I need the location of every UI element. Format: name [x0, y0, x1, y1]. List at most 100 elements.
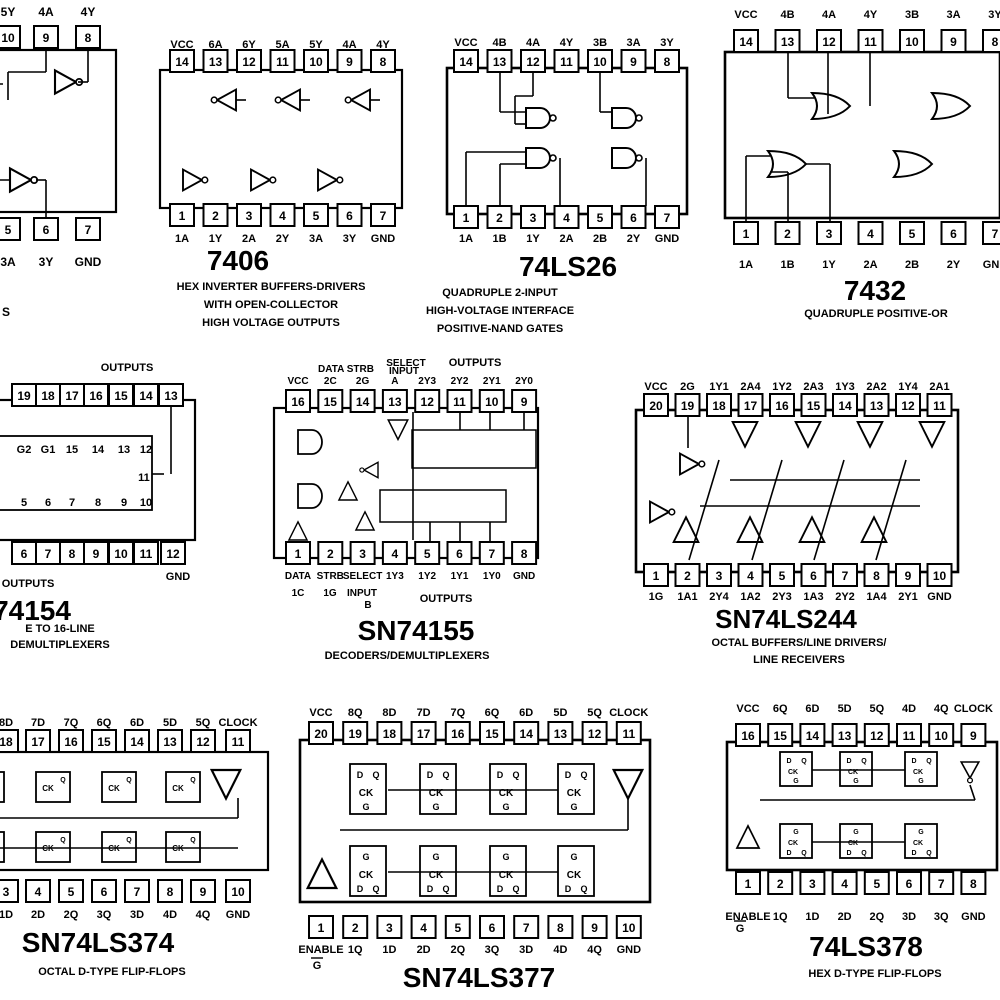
pin: 14 [832, 393, 858, 417]
pin-label: 2Q [869, 911, 884, 923]
pin: 6 [479, 915, 505, 939]
pin-label: CLOCK [609, 707, 648, 719]
pin: 16 [58, 729, 84, 753]
flip-flop-label: D [357, 884, 364, 894]
pin: 12 [236, 49, 262, 73]
pin: 15 [800, 393, 827, 417]
flip-flop-label: CK [499, 870, 514, 881]
pin: 19 [11, 383, 37, 407]
pin-label: 5Q [869, 703, 884, 715]
flip-flop-label: Q [190, 837, 196, 844]
flip-flop-label: D [846, 850, 851, 857]
pin: 17 [410, 721, 437, 745]
pin: 13 [863, 393, 890, 417]
flip-flop-label: G [570, 852, 577, 862]
flip-flop-label: D [497, 884, 504, 894]
chip-title: SN74LS244 [715, 604, 857, 634]
pin-number: 18 [0, 735, 13, 749]
pin-box [615, 915, 642, 939]
flip-flop-label: CK [42, 784, 54, 793]
pin-label: 2A [559, 233, 573, 245]
pin-number: 11 [933, 399, 946, 413]
triangle [53, 68, 79, 96]
pin-number: 1 [463, 211, 470, 225]
flip-flop-box [35, 831, 71, 863]
inverter-symbol [250, 167, 277, 193]
pin-label: GND [983, 259, 1000, 271]
gate-body [525, 107, 551, 129]
flip-flop-label: CK [359, 788, 374, 799]
pin: 20 [643, 393, 669, 417]
pin-box [982, 221, 1000, 245]
pin-number: 8 [167, 885, 174, 899]
pin-label: 2G [680, 381, 695, 393]
pin: 7 [75, 217, 101, 241]
pin: 1 [733, 221, 759, 245]
chip-title: 74LS26 [519, 251, 617, 282]
bubble [549, 154, 557, 162]
pin-box [513, 915, 540, 939]
pin-number: 13 [838, 729, 852, 743]
chip-description: HEX INVERTER BUFFERS-DRIVERS [177, 281, 366, 293]
pin: 14 [513, 721, 540, 745]
pin: 10 [0, 25, 21, 49]
outputs-header: OUTPUTS [420, 593, 473, 605]
pin-number: 15 [807, 399, 821, 413]
pin-box [615, 721, 642, 745]
bubble [668, 508, 676, 516]
pin-box [0, 729, 19, 753]
flip-flop-label: G [362, 802, 369, 812]
pin: 5 [444, 915, 471, 939]
chip-title: SN74LS374 [22, 927, 175, 958]
pin-number: 10 [1, 31, 15, 45]
pin: 6 [940, 221, 967, 245]
pin-number: 13 [554, 727, 568, 741]
pin-box [349, 541, 376, 565]
pin-number: 5 [454, 921, 461, 935]
pin-label: 1Y4 [898, 381, 918, 393]
pin-box [308, 721, 334, 745]
pin: 11 [553, 49, 580, 73]
pin: 11 [896, 723, 922, 747]
pin: 6 [896, 871, 922, 895]
pin: 15 [479, 721, 505, 745]
pin-sublabel: G [736, 923, 745, 935]
chip-body [634, 408, 960, 574]
pin-label: GND [927, 591, 952, 603]
pin-label: 5Q [196, 717, 211, 729]
chip-description: OCTAL D-TYPE FLIP-FLOPS [38, 966, 185, 978]
pin-box [620, 49, 647, 73]
triangle [279, 87, 301, 113]
pin-label: STRB [317, 571, 344, 582]
pin-number: 4 [747, 569, 754, 583]
pin-box [414, 541, 441, 565]
pin-number: 15 [485, 727, 499, 741]
flip-flop-symbol: CKQ [165, 771, 201, 803]
pin-label: VCC [170, 39, 193, 51]
pin-box [410, 721, 437, 745]
pin-number: 4 [841, 877, 848, 891]
inner-pin-label: 7 [69, 497, 75, 509]
pin-number: 20 [314, 727, 328, 741]
pin-box [453, 49, 479, 73]
pin-box [799, 871, 826, 895]
or-gate-symbol [891, 149, 934, 179]
pin-label: GND [513, 571, 535, 582]
pin-sublabel: 1G [323, 588, 337, 599]
triangle [287, 520, 309, 541]
pin-number: 7 [134, 885, 141, 899]
pin-label: GND [371, 233, 396, 245]
pin-number: 10 [622, 921, 636, 935]
pin-number: 3 [3, 885, 10, 899]
flip-flop-label: Q [372, 770, 379, 780]
pin: 10 [303, 49, 329, 73]
pin: 2 [342, 915, 369, 939]
pin-number: 3 [386, 921, 393, 935]
pin-label: 4D [902, 703, 916, 715]
wire [688, 459, 720, 561]
chip-title: 7432 [844, 275, 906, 306]
pin: 18 [0, 729, 19, 753]
